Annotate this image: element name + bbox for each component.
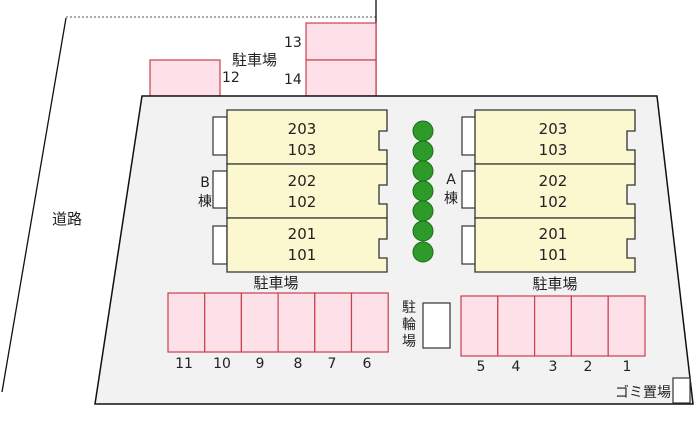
bike-parking-label: 場 — [402, 334, 416, 350]
parking-number: 13 — [284, 35, 302, 51]
building-label: A — [446, 172, 456, 188]
tree-icon — [412, 140, 434, 162]
parking-number: 2 — [584, 359, 593, 375]
parking-space-10 — [204, 292, 242, 353]
entrance-box — [461, 116, 477, 156]
garbage-area — [672, 377, 691, 404]
parking-number: 4 — [512, 359, 521, 375]
unit-number: 201 — [288, 225, 317, 243]
entrance-box — [212, 116, 228, 156]
parking-number: 3 — [549, 359, 558, 375]
unit-number: 103 — [288, 141, 317, 159]
parking-number: 6 — [363, 356, 372, 372]
parking-number: 14 — [284, 72, 302, 88]
tree-icon — [412, 180, 434, 202]
parking-number: 8 — [294, 356, 303, 372]
unit-number: 202 — [539, 172, 568, 190]
tree-icon — [412, 160, 434, 182]
parking-number: 10 — [213, 356, 231, 372]
entrance-box — [212, 225, 228, 265]
parking-number: 12 — [222, 70, 240, 86]
unit-201-101 — [226, 217, 388, 273]
bike-parking-area — [422, 302, 451, 349]
building-a: 203 103 202 102 201 101 A 棟 — [444, 109, 636, 273]
tree-icon — [412, 200, 434, 222]
unit-number: 102 — [288, 193, 317, 211]
parking-number: 7 — [328, 356, 337, 372]
parking-space-9 — [240, 292, 279, 353]
parking-space-4 — [497, 295, 536, 357]
unit-number: 101 — [539, 246, 568, 264]
tree-icon — [412, 120, 434, 142]
building-b: 203 103 202 102 201 101 B 棟 — [198, 109, 388, 273]
bike-parking-label: 輪 — [402, 316, 416, 333]
parking-label-top: 駐車場 — [232, 51, 277, 69]
unit-201-101 — [474, 217, 636, 273]
unit-number: 101 — [288, 246, 317, 264]
parking-space-3 — [533, 295, 572, 357]
unit-number: 201 — [539, 225, 568, 243]
unit-number: 203 — [539, 120, 568, 138]
parking-space-1 — [607, 295, 646, 357]
unit-number: 103 — [539, 141, 568, 159]
tree-row — [412, 120, 434, 263]
road-edge-line — [1, 17, 67, 393]
entrance-box — [461, 170, 477, 209]
parking-label-left: 駐車場 — [253, 274, 298, 292]
parking-number: 5 — [477, 359, 486, 375]
unit-number: 202 — [288, 172, 317, 190]
parking-space-5 — [460, 295, 499, 357]
parking-space-7 — [314, 292, 353, 353]
parking-number: 11 — [175, 356, 193, 372]
parking-space-11 — [167, 292, 206, 353]
road-label: 道路 — [52, 210, 82, 228]
parking-number: 9 — [256, 356, 265, 372]
parking-label-right: 駐車場 — [532, 275, 577, 293]
entrance-box — [212, 170, 228, 209]
tree-icon — [412, 241, 434, 263]
tree-icon — [412, 220, 434, 242]
entrance-box — [461, 225, 477, 265]
bike-parking-label: 駐 — [402, 300, 416, 316]
parking-left: 11 10 9 8 7 6 — [167, 292, 389, 372]
garbage-label: ゴミ置場 — [615, 384, 671, 401]
building-label: B — [200, 175, 210, 191]
parking-space-8 — [277, 292, 316, 353]
parking-number: 1 — [623, 359, 632, 375]
parking-space-13 — [305, 22, 377, 61]
unit-number: 203 — [288, 120, 317, 138]
unit-number: 102 — [539, 193, 568, 211]
building-label: 棟 — [198, 194, 212, 210]
parking-space-6 — [350, 292, 389, 353]
parking-space-14 — [305, 59, 377, 97]
building-label: 棟 — [444, 191, 458, 207]
parking-right: 5 4 3 2 1 — [460, 295, 646, 375]
parking-space-12 — [149, 59, 221, 97]
parking-space-2 — [570, 295, 609, 357]
